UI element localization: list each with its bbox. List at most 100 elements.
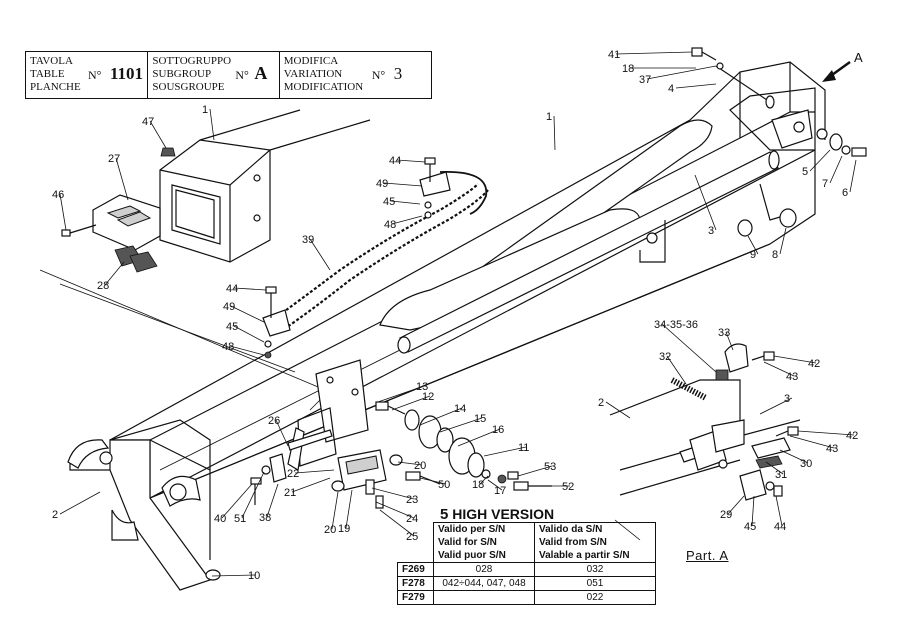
- callout-leader: [233, 325, 265, 343]
- callout: 4: [668, 83, 717, 95]
- variation-value: 3: [393, 64, 403, 83]
- callout: 40: [214, 483, 253, 525]
- callout: 1: [546, 111, 556, 151]
- callout-leader: [419, 477, 447, 485]
- callout-number: 22: [287, 468, 299, 480]
- callout-leader: [345, 489, 353, 529]
- callout-number: 48: [384, 219, 396, 231]
- callout-leader: [375, 501, 415, 519]
- callout: 45: [226, 321, 265, 343]
- callout-number: 49: [223, 301, 235, 313]
- callout-leader: [59, 193, 67, 231]
- callout-number: 5: [802, 166, 808, 178]
- callout-number: 37: [639, 74, 651, 86]
- callout: 6: [842, 159, 857, 199]
- callout: 48: [222, 341, 265, 356]
- callout-number: 44: [389, 155, 401, 167]
- callout-leader: [646, 65, 717, 80]
- callout: 25: [379, 509, 418, 543]
- callout-leader: [849, 159, 857, 193]
- callout: 3: [694, 174, 717, 237]
- callout-number: 43: [826, 443, 838, 455]
- callout: 22: [287, 468, 335, 480]
- callout-leader: [553, 115, 556, 151]
- callout-leader: [59, 491, 101, 515]
- row-valid-from: 051: [534, 576, 656, 591]
- row-valid-for: [433, 590, 535, 605]
- table-row: F279 022: [397, 590, 656, 605]
- callout: 52: [528, 481, 574, 493]
- callout: 44: [389, 155, 426, 167]
- callout-number: 7: [822, 178, 828, 190]
- callout-leader: [419, 407, 463, 426]
- callout: 16: [457, 424, 504, 447]
- callout: 29: [720, 495, 745, 521]
- row-code: F269: [397, 562, 434, 577]
- callout-leader: [209, 108, 215, 141]
- callout: 46: [52, 189, 67, 231]
- title-cell-table: TAVOLA TABLE PLANCHE N° 1101: [26, 52, 149, 98]
- callout-leader: [747, 235, 759, 255]
- callout-leader: [479, 475, 489, 485]
- callout-number: 48: [222, 341, 234, 353]
- callout: 14: [419, 403, 466, 426]
- row-valid-for: 042÷044, 047, 048: [433, 576, 535, 591]
- callout: 47: [142, 116, 167, 149]
- callout: 31: [765, 461, 787, 481]
- callout: 2: [52, 491, 101, 521]
- callout: 21: [284, 477, 331, 499]
- callout-leader: [759, 397, 793, 415]
- callout: 43: [789, 435, 838, 455]
- callout: 34-35-36: [654, 319, 717, 373]
- callout-number: 13: [416, 381, 428, 393]
- callout-number: 6: [842, 187, 848, 199]
- callout-leader: [517, 465, 553, 477]
- callout-number: 8: [772, 249, 778, 261]
- callout-leader: [615, 51, 693, 55]
- table-row: F278 042÷044, 047, 048 051: [397, 576, 656, 591]
- callout: 50: [419, 477, 450, 491]
- callout: 45: [744, 495, 756, 533]
- inset-boom-head: [61, 109, 371, 273]
- callout-number: 50: [438, 479, 450, 491]
- callout-number: 24: [406, 513, 418, 525]
- callout-leader: [809, 149, 831, 172]
- callout-leader: [149, 120, 167, 149]
- callout-leader: [397, 461, 423, 466]
- table-number: 1101: [110, 64, 144, 83]
- callout: 3: [759, 393, 793, 415]
- callout-leader: [309, 238, 331, 271]
- callout-leader: [725, 331, 734, 351]
- callout: 42: [797, 430, 858, 442]
- variation-label-fr: MODIFICATION: [283, 81, 364, 93]
- callout-number: 47: [142, 116, 154, 128]
- callout-number: 52: [562, 481, 574, 493]
- callout-number: 9: [750, 249, 756, 261]
- callout-leader: [391, 215, 423, 225]
- callout-number: 1: [202, 104, 208, 116]
- callout-leader: [331, 491, 339, 530]
- callout-number: 41: [608, 49, 620, 61]
- variation-number-sign: N°: [371, 68, 386, 82]
- row-valid-from: 022: [534, 590, 656, 605]
- callout-number: 11: [518, 442, 529, 454]
- callout: 27: [108, 153, 129, 201]
- callout-number: 38: [259, 512, 271, 524]
- callout-leader: [763, 361, 795, 377]
- callout-leader: [383, 182, 423, 187]
- callout: 17: [487, 479, 506, 497]
- row-code: F278: [397, 576, 434, 591]
- callout-number: 15: [474, 413, 486, 425]
- callout-number: 42: [808, 358, 820, 370]
- callout-leader: [605, 401, 631, 419]
- callout-leader: [751, 495, 755, 527]
- callout-number: 14: [454, 403, 466, 415]
- callout: 38: [259, 483, 279, 524]
- callout: 37: [639, 65, 717, 86]
- callout-number: 21: [284, 487, 296, 499]
- callout-leader: [797, 430, 855, 436]
- callout-number: 23: [406, 494, 418, 506]
- callout-number: 26: [268, 415, 280, 427]
- callout-leader: [379, 509, 415, 537]
- callout: 49: [223, 301, 265, 323]
